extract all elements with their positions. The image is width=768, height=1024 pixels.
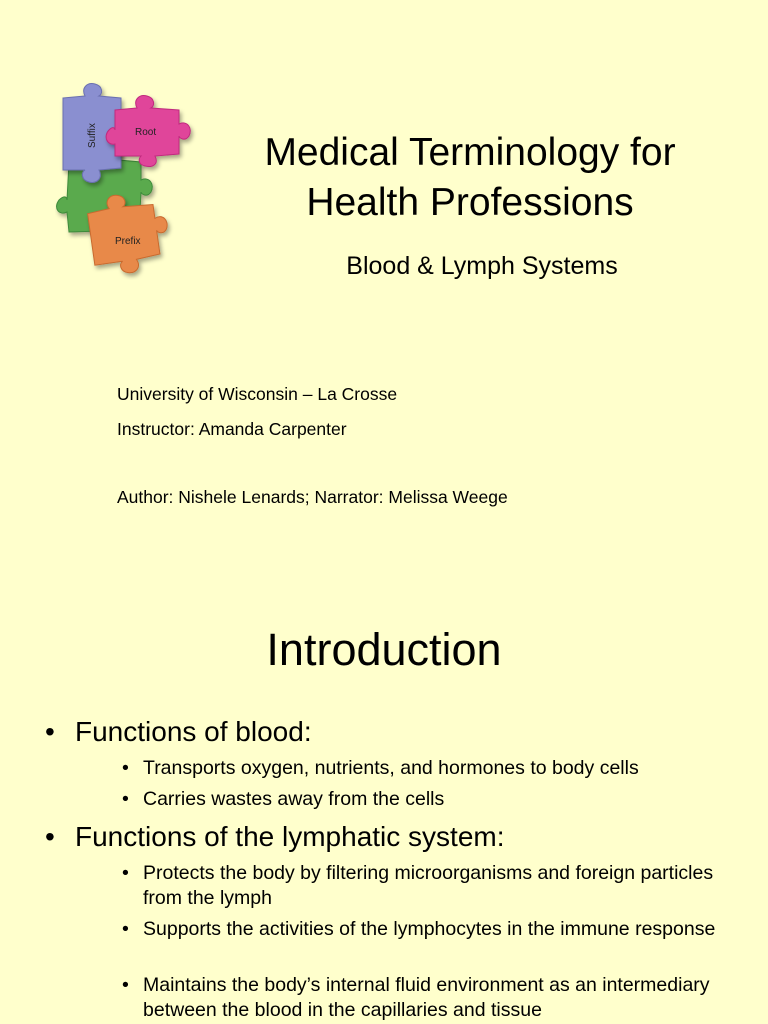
list-item: • Supports the activities of the lymphoc… [122, 917, 722, 942]
bullet-icon: • [122, 788, 129, 810]
title-line-1: Medical Terminology for [264, 131, 676, 174]
section-heading-text: Functions of blood: [75, 716, 312, 747]
presentation-title: Medical Terminology for Health Professio… [220, 128, 720, 228]
university-text: University of Wisconsin – La Crosse [117, 384, 398, 404]
bullet-icon: • [122, 757, 129, 779]
list-item: • Carries wastes away from the cells [122, 787, 722, 812]
list-item-text: Maintains the body’s internal fluid envi… [143, 974, 710, 1021]
introduction-slide: Introduction • Functions of blood: • Tran… [0, 560, 768, 1024]
bullet-icon: • [122, 862, 129, 884]
bullet-icon: • [122, 974, 129, 996]
bullet-icon: • [45, 716, 55, 747]
list-item: • Maintains the body’s internal fluid en… [122, 973, 722, 1023]
title-line-2: Health Professions [306, 181, 634, 224]
bullet-icon: • [122, 918, 129, 940]
suffix-label: Suffix [87, 123, 98, 148]
bullet-icon: • [45, 821, 55, 852]
section-heading: • Functions of the lymphatic system: [45, 820, 505, 854]
title-slide: Suffix Root Prefix Medical Terminology f… [56, 83, 720, 507]
root-label: Root [135, 127, 156, 138]
instructor-text: Instructor: Amanda Carpenter [117, 419, 347, 439]
prefix-label: Prefix [115, 236, 141, 247]
presentation-subtitle: Blood & Lymph Systems [346, 252, 618, 280]
author-text: Author: Nishele Lenards; Narrator: Melis… [117, 487, 508, 507]
section-heading-text: Functions of the lymphatic system: [75, 821, 505, 852]
root-puzzle-piece: Root [105, 95, 191, 167]
section-heading: • Functions of blood: [45, 715, 312, 749]
list-item-text: Supports the activities of the lymphocyt… [143, 918, 716, 940]
list-item-text: Carries wastes away from the cells [143, 788, 445, 810]
puzzle-pieces-logo: Suffix Root Prefix [56, 83, 191, 274]
list-item-text: Protects the body by filtering microorga… [143, 862, 714, 909]
list-item-text: Transports oxygen, nutrients, and hormon… [143, 757, 639, 779]
list-item: • Protects the body by filtering microor… [122, 861, 722, 911]
list-item: • Transports oxygen, nutrients, and horm… [122, 756, 722, 781]
slide-title: Introduction [266, 624, 502, 675]
prefix-puzzle-piece: Prefix [87, 194, 168, 274]
